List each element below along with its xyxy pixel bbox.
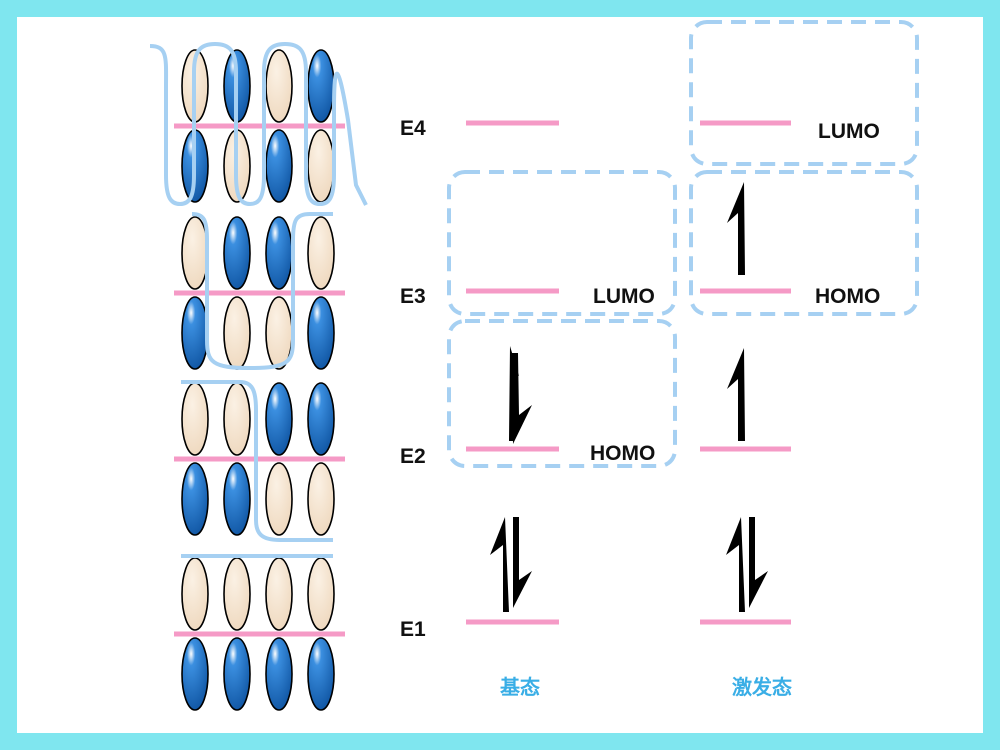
orbital-row-e3 [174, 216, 345, 370]
orbital-lobe-upper-dark [265, 382, 293, 456]
excited-e2-single-electron [727, 348, 745, 441]
spin-up-arrow [727, 182, 745, 275]
orbital-lobe-lower-dark [181, 462, 209, 536]
excited-state-levels [700, 120, 791, 625]
orbital-row-e1 [174, 557, 345, 711]
orbital-lobe-lower-light [223, 296, 251, 370]
ground-lumo-label: LUMO [593, 285, 655, 308]
orbital-lobe-lower-light [307, 462, 335, 536]
level-label-e2: E2 [400, 445, 426, 468]
orbital-lobe-lower-light [265, 462, 293, 536]
orbital-lobe-lower-dark [265, 637, 293, 711]
spin-down-arrow [513, 517, 532, 608]
orbital-lobe-lower-dark [181, 296, 209, 370]
excited-e1-electron-pair [726, 517, 768, 612]
excited-homo-box [689, 170, 919, 316]
ground-lumo-box [447, 170, 677, 316]
ground-e2-electron-pair [509, 346, 532, 444]
spin-up-arrow [490, 517, 509, 612]
wave-e3 [191, 212, 333, 371]
orbital-lobe-upper-light [307, 557, 335, 631]
ground-state-caption: 基态 [500, 675, 540, 699]
orbital-lobe-lower-dark [307, 296, 335, 370]
orbital-lobe-upper-light [181, 382, 209, 456]
orbital-lobe-upper-light [223, 382, 251, 456]
orbital-lobe-lower-dark [223, 637, 251, 711]
ground-state-levels [466, 120, 559, 625]
orbital-lobe-lower-dark [307, 637, 335, 711]
orbital-lobe-upper-dark [265, 216, 293, 290]
excited-lumo-box [689, 20, 919, 166]
orbital-lobe-upper-light [181, 557, 209, 631]
orbital-lobe-lower-dark [181, 637, 209, 711]
spin-up-arrow [726, 517, 745, 612]
orbital-lobe-upper-dark [307, 49, 335, 123]
ground-homo-label: HOMO [590, 442, 655, 465]
spin-up-arrow [727, 348, 745, 441]
orbital-row-e4 [174, 49, 345, 203]
orbital-lobe-upper-light [307, 216, 335, 290]
orbital-row-e2 [174, 382, 345, 536]
orbital-lobe-upper-dark [223, 216, 251, 290]
level-label-e4: E4 [400, 117, 426, 140]
orbital-lobe-upper-light [265, 557, 293, 631]
excited-homo-label: HOMO [815, 285, 880, 308]
ground-homo-box [447, 319, 677, 468]
wave-e4 [149, 41, 368, 207]
level-label-e1: E1 [400, 618, 426, 641]
spin-down-arrow [749, 517, 768, 608]
orbital-lobe-upper-light [181, 216, 209, 290]
orbital-lobe-lower-dark [265, 129, 293, 203]
orbital-lobe-lower-light [307, 129, 335, 203]
diagram-frame [17, 17, 983, 733]
spin-down-arrow [512, 353, 532, 444]
orbital-lobe-upper-light [265, 49, 293, 123]
orbital-lobe-lower-dark [223, 462, 251, 536]
excited-e3-single-electron [727, 182, 745, 275]
excited-lumo-label: LUMO [818, 120, 880, 143]
orbital-lobe-upper-light [223, 557, 251, 631]
orbital-lobe-upper-dark [307, 382, 335, 456]
ground-e1-electron-pair [490, 517, 532, 612]
level-label-e3: E3 [400, 285, 426, 308]
wave-e2 [181, 380, 333, 542]
excited-state-caption: 激发态 [732, 675, 792, 699]
